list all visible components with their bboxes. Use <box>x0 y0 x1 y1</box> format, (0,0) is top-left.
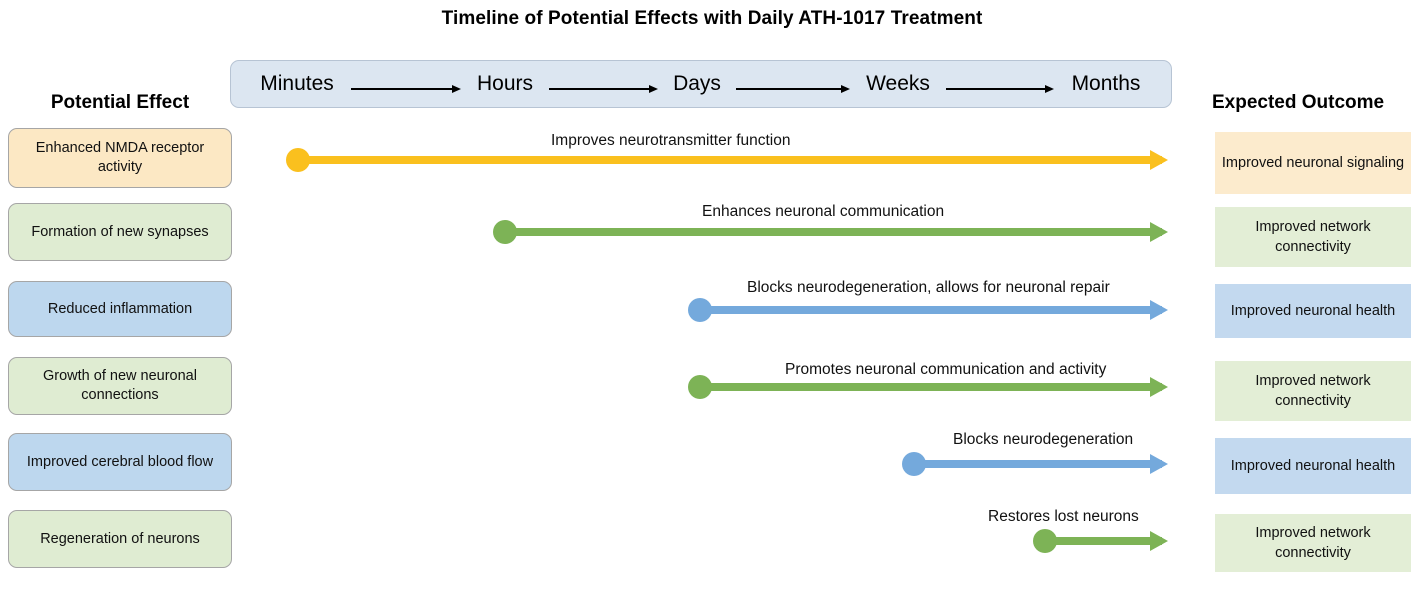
timeline-arrow-label: Blocks neurodegeneration <box>953 431 1134 448</box>
timeline-stage-months: Months <box>1071 72 1141 95</box>
timeline-arrow <box>688 298 1172 322</box>
outcome-box-label: Improved network connectivity <box>1255 373 1371 409</box>
effect-box-label: Enhanced NMDA receptor activity <box>35 140 205 175</box>
outcome-box[interactable]: Improved neuronal health <box>1215 284 1411 338</box>
effect-box[interactable]: Enhanced NMDA receptor activity <box>8 128 232 188</box>
effect-box[interactable]: Regeneration of neurons <box>8 510 232 568</box>
arrow-shaft <box>505 228 1162 236</box>
effect-box[interactable]: Growth of new neuronal connections <box>8 357 232 415</box>
effect-box[interactable]: Formation of new synapses <box>8 203 232 261</box>
arrow-head <box>452 85 461 93</box>
outcome-box[interactable]: Improved network connectivity <box>1215 207 1411 267</box>
timeline-arrow-label: Blocks neurodegeneration, allows for neu… <box>747 279 1110 296</box>
outcome-box[interactable]: Improved neuronal signaling <box>1215 132 1411 194</box>
arrow-head <box>841 85 850 93</box>
timeline-arrow <box>493 220 1172 244</box>
timeline-stage-hours: Hours <box>476 72 534 95</box>
arrow-head <box>1150 300 1168 320</box>
outcome-box-label: Improved network connectivity <box>1255 219 1371 255</box>
page-title: Timeline of Potential Effects with Daily… <box>441 8 983 29</box>
timeline-connector-arrow-1 <box>351 85 461 94</box>
timeline-arrow-label: Restores lost neurons <box>988 508 1139 525</box>
effect-box-label: Improved cerebral blood flow <box>26 453 214 470</box>
timeline-arrow <box>286 148 1172 172</box>
arrow-shaft <box>946 88 1046 90</box>
timeline-connector-arrow-3 <box>736 85 850 94</box>
effect-box[interactable]: Reduced inflammation <box>8 281 232 337</box>
arrow-shaft <box>736 88 842 90</box>
timeline-connector-arrow-2 <box>549 85 658 94</box>
outcome-box[interactable]: Improved network connectivity <box>1215 361 1411 421</box>
outcome-box[interactable]: Improved network connectivity <box>1215 514 1411 572</box>
arrow-head <box>649 85 658 93</box>
outcome-box-label: Improved neuronal signaling <box>1221 155 1405 171</box>
timeline-arrow-label: Improves neurotransmitter function <box>551 132 791 149</box>
timeline-arrow <box>1033 529 1172 553</box>
arrow-head <box>1150 377 1168 397</box>
outcome-box-label: Improved network connectivity <box>1255 525 1371 561</box>
arrow-shaft <box>914 460 1162 468</box>
outcome-box-label: Improved neuronal health <box>1230 303 1396 319</box>
effect-box[interactable]: Improved cerebral blood flow <box>8 433 232 491</box>
arrow-shaft <box>1045 537 1162 545</box>
timeline-stage-minutes: Minutes <box>260 72 334 95</box>
timeline-connector-arrow-4 <box>946 85 1054 94</box>
arrow-head <box>1045 85 1054 93</box>
potential-effect-column-header: Potential Effect <box>50 92 190 113</box>
effect-box-label: Formation of new synapses <box>31 223 209 240</box>
timeline-stage-days: Days <box>673 72 721 95</box>
timeline-arrow <box>902 452 1172 476</box>
effect-box-label: Reduced inflammation <box>47 300 193 317</box>
arrow-head <box>1150 454 1168 474</box>
timeline-arrow <box>688 375 1172 399</box>
timeline-stage-weeks: Weeks <box>866 72 930 95</box>
effect-box-label: Regeneration of neurons <box>40 530 200 547</box>
timeline-arrow-label: Promotes neuronal communication and acti… <box>785 361 1107 378</box>
arrow-shaft <box>700 306 1162 314</box>
arrow-shaft <box>700 383 1162 391</box>
outcome-box-label: Improved neuronal health <box>1230 458 1396 474</box>
timeline-arrow-label: Enhances neuronal communication <box>702 203 945 220</box>
timeline-scale-bar: Minutes Hours Days Weeks Months <box>230 60 1172 108</box>
effect-box-label: Growth of new neuronal connections <box>43 368 197 403</box>
outcome-box[interactable]: Improved neuronal health <box>1215 438 1411 494</box>
arrow-shaft <box>549 88 650 90</box>
arrow-head <box>1150 222 1168 242</box>
arrow-head <box>1150 531 1168 551</box>
arrow-shaft <box>351 88 453 90</box>
arrow-shaft <box>298 156 1162 164</box>
expected-outcome-column-header: Expected Outcome <box>1212 92 1385 113</box>
arrow-head <box>1150 150 1168 170</box>
